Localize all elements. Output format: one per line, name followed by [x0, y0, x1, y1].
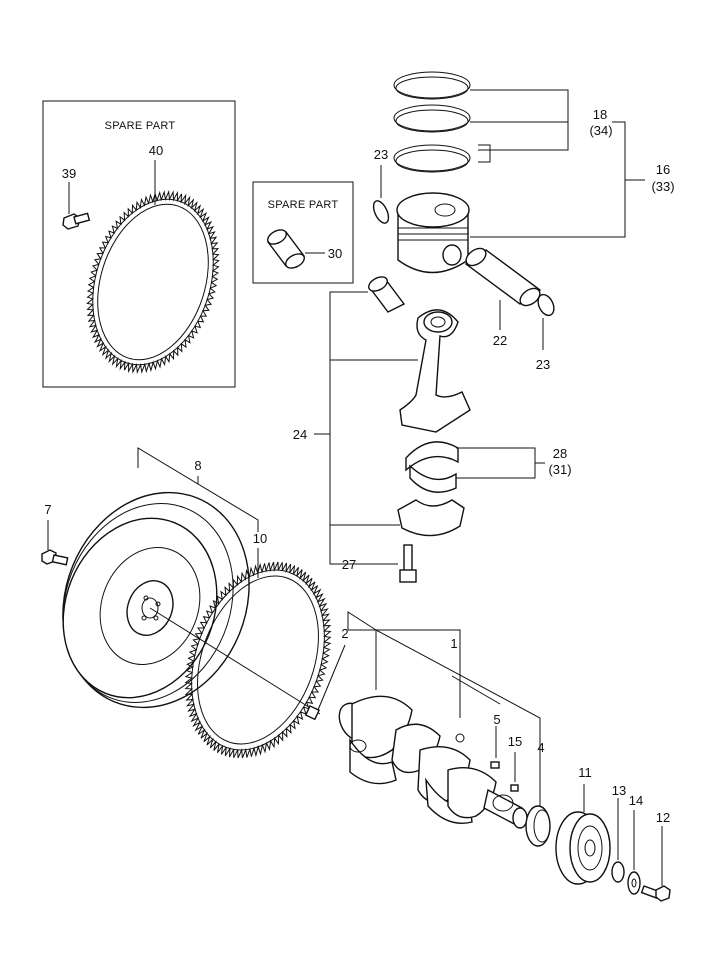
label-11: 11 [578, 765, 592, 780]
label-30: 30 [328, 246, 342, 261]
o-ring [611, 861, 625, 883]
label-4: 4 [537, 740, 544, 755]
label-16-alt: (33) [651, 179, 674, 194]
label-40: 40 [149, 143, 163, 158]
piston-rings [393, 71, 471, 173]
label-24: 24 [293, 427, 307, 442]
ring-gear-icon [86, 189, 220, 375]
snap-ring-icon [372, 200, 390, 224]
bearing-shell-upper [405, 441, 459, 472]
bearing-shell-lower [409, 464, 457, 493]
label-28: 28 [553, 446, 567, 461]
crankshaft-icon [304, 695, 528, 829]
label-18-alt: (34) [589, 123, 612, 138]
label-10: 10 [253, 531, 267, 546]
label-14: 14 [629, 793, 643, 808]
label-22: 22 [493, 333, 507, 348]
label-18: 18 [593, 107, 607, 122]
gear-teeth [86, 189, 220, 375]
label-28-alt: (31) [548, 462, 571, 477]
pulley-bolt [640, 885, 671, 902]
label-5: 5 [493, 712, 500, 727]
piston-icon [396, 192, 470, 274]
label-12: 12 [656, 810, 670, 825]
washer [627, 871, 641, 895]
flywheel-icon [62, 491, 250, 709]
label-1: 1 [450, 636, 457, 651]
bolt-icon [62, 212, 91, 230]
spare-box-title-b: SPARE PART [268, 199, 339, 211]
rod-bolt [399, 544, 417, 583]
rod-cap [397, 499, 465, 537]
label-23-top: 23 [374, 147, 388, 162]
label-23-right: 23 [536, 357, 550, 372]
spare-box-title: SPARE PART [105, 120, 176, 132]
spare-part-box-bushing: SPARE PART 30 [252, 181, 354, 284]
crank-gear [525, 805, 551, 847]
label-2: 2 [341, 626, 348, 641]
label-7: 7 [44, 502, 51, 517]
spare-part-box-ring-gear: SPARE PART 40 39 [42, 100, 236, 388]
flywheel-bolt [41, 549, 69, 566]
label-13: 13 [612, 783, 626, 798]
piston-pin [464, 247, 542, 307]
bushing-icon [266, 229, 306, 269]
pulley-icon [555, 811, 611, 885]
label-39: 39 [62, 166, 76, 181]
label-8: 8 [194, 458, 201, 473]
connecting-rod-icon [368, 276, 471, 433]
label-16: 16 [656, 162, 670, 177]
label-15: 15 [508, 734, 522, 749]
snap-ring-right [537, 293, 555, 317]
